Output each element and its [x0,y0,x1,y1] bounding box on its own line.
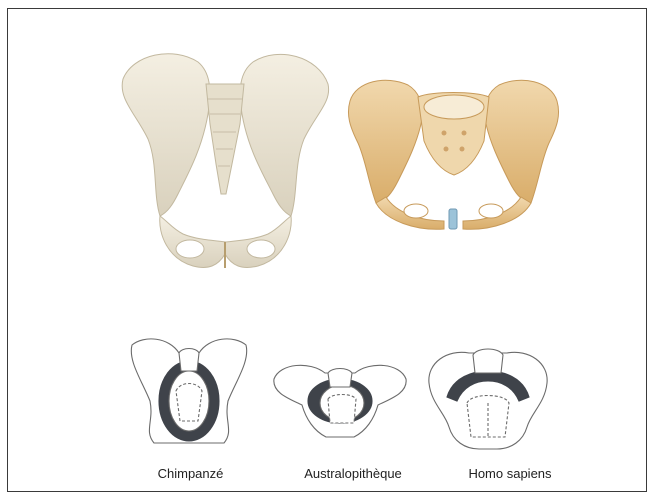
caption-chimpanzee: Chimpanzé [138,466,243,481]
chimpanzee-pelvis-sketch [124,331,254,451]
homo-sapiens-pelvis-sketch [423,343,553,453]
human-pelvis-photo [346,71,561,241]
australopithecus-pelvis-sketch [270,353,410,443]
figure-frame: Chimpanzé Australopithèque Homo sapiens [7,8,647,492]
caption-australopithecus: Australopithèque [288,466,418,481]
chimpanzee-pelvis-photo [118,44,333,276]
caption-homo-sapiens: Homo sapiens [450,466,570,481]
